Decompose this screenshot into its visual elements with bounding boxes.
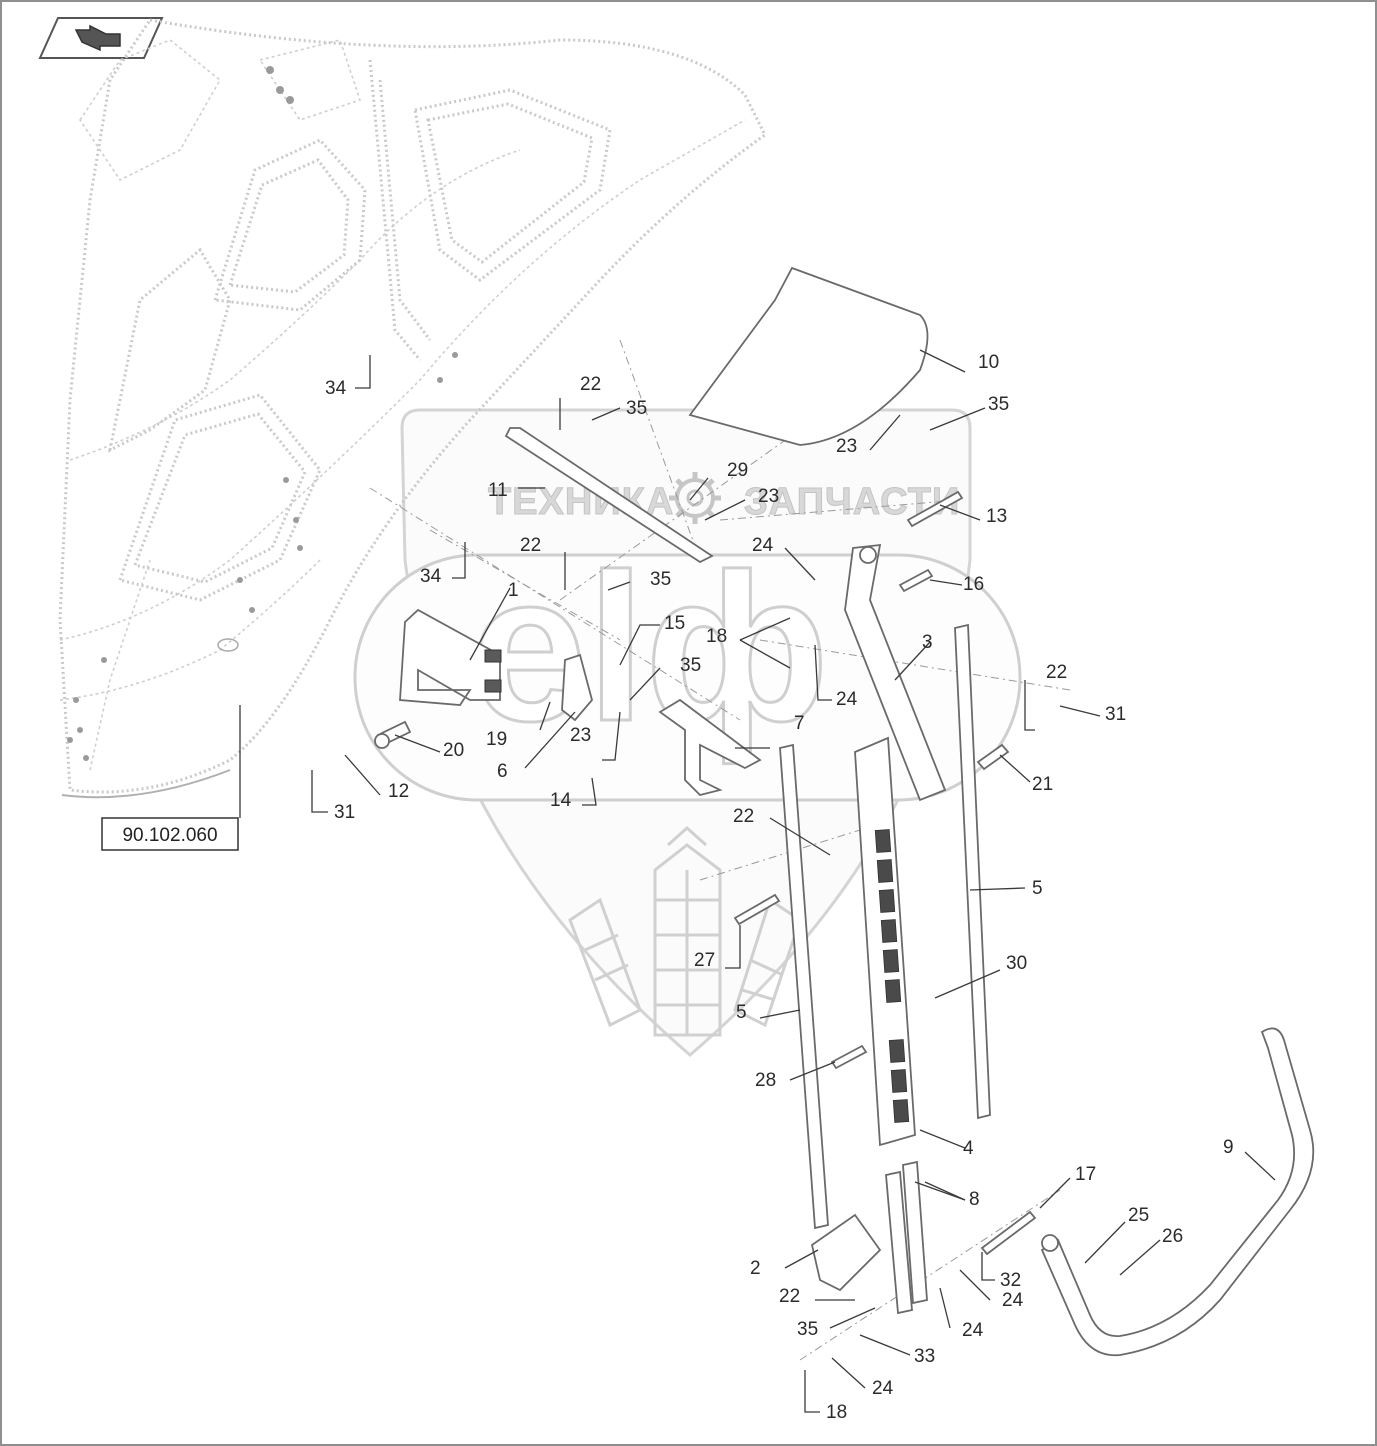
callout-9: 9 <box>1223 1137 1234 1158</box>
callout-34: 34 <box>325 378 347 399</box>
callout-17: 17 <box>1075 1164 1096 1185</box>
callout-12: 12 <box>388 781 409 802</box>
part-9-handrail <box>1040 1027 1315 1357</box>
part-7-lever <box>658 698 762 796</box>
part-5-rail-right <box>954 623 991 1120</box>
callout-22: 22 <box>520 535 541 556</box>
callout-5: 5 <box>1032 878 1043 899</box>
callout-3: 3 <box>922 632 933 653</box>
callout-24: 24 <box>752 535 774 556</box>
callout-24: 24 <box>962 1320 984 1341</box>
callout-31: 31 <box>334 802 355 823</box>
wheat-icon <box>568 825 802 1037</box>
callout-35: 35 <box>626 398 647 419</box>
part-21-sleeve <box>976 743 1010 771</box>
callout-26: 26 <box>1162 1226 1183 1247</box>
part-10-cover-panel <box>688 266 929 446</box>
callout-33: 33 <box>914 1346 935 1367</box>
parts <box>374 266 1315 1357</box>
callout-5: 5 <box>736 1002 747 1023</box>
part-1-bracket <box>399 608 501 706</box>
callout-11: 11 <box>488 480 508 501</box>
callout-22: 22 <box>779 1286 800 1307</box>
reference-label: 90.102.060 <box>122 825 217 846</box>
callout-10: 10 <box>978 352 999 373</box>
part-27-bolt <box>733 893 781 926</box>
nav-button[interactable] <box>38 17 164 59</box>
callout-14: 14 <box>550 790 572 811</box>
callout-23: 23 <box>758 486 779 507</box>
callout-29: 29 <box>727 460 748 481</box>
callout-22: 22 <box>1046 662 1067 683</box>
assembly-axes <box>369 339 1071 1361</box>
callout-18: 18 <box>826 1402 847 1423</box>
callout-24: 24 <box>872 1378 894 1399</box>
callout-23: 23 <box>836 436 857 457</box>
callout-18: 18 <box>706 626 727 647</box>
callout-24: 24 <box>836 689 858 710</box>
callout-23: 23 <box>570 725 591 746</box>
callout-6: 6 <box>497 761 508 782</box>
callout-21: 21 <box>1032 774 1053 795</box>
callout-20: 20 <box>443 740 464 761</box>
arrow-back-icon <box>74 24 121 52</box>
part-11-bar <box>504 427 714 564</box>
part-6-hinge <box>561 653 593 722</box>
callout-30: 30 <box>1006 953 1027 974</box>
callout-24: 24 <box>1002 1290 1024 1311</box>
reference-link[interactable]: 90.102.060 <box>101 705 241 851</box>
part-8-strut <box>885 1170 913 1315</box>
callout-15: 15 <box>664 613 685 634</box>
callout-labels: 10 35 23 22 35 34 11 29 23 13 24 22 34 3… <box>325 352 1234 1423</box>
part-8-strut <box>902 1160 928 1305</box>
callout-7: 7 <box>794 713 805 734</box>
watermark-logo-text: elф <box>470 530 829 765</box>
callout-25: 25 <box>1128 1205 1149 1226</box>
callout-35: 35 <box>650 569 671 590</box>
part-3-arm <box>844 543 947 802</box>
part-2-plate <box>810 1213 882 1292</box>
callout-22: 22 <box>580 374 601 395</box>
callout-1: 1 <box>508 580 519 601</box>
callout-16: 16 <box>963 574 984 595</box>
callout-35: 35 <box>797 1319 818 1340</box>
callout-34: 34 <box>420 566 442 587</box>
callout-13: 13 <box>986 506 1007 527</box>
part-13-bolt <box>906 490 964 528</box>
part-16-bolt <box>898 568 934 593</box>
callout-19: 19 <box>486 729 507 750</box>
part-28-bolt <box>830 1044 868 1070</box>
callout-35: 35 <box>988 394 1009 415</box>
cab-structure <box>58 18 767 799</box>
part-5-rail-left <box>779 743 829 1230</box>
callout-4: 4 <box>963 1138 974 1159</box>
callout-leaders <box>311 349 1276 1413</box>
callout-32: 32 <box>1000 1270 1021 1291</box>
callout-28: 28 <box>755 1070 776 1091</box>
callout-27: 27 <box>694 950 715 971</box>
part-17-bolt <box>980 1210 1037 1256</box>
callout-35: 35 <box>680 655 701 676</box>
callout-22: 22 <box>733 806 754 827</box>
callout-8: 8 <box>969 1189 980 1210</box>
callout-31: 31 <box>1105 704 1126 725</box>
callout-2: 2 <box>750 1258 761 1279</box>
